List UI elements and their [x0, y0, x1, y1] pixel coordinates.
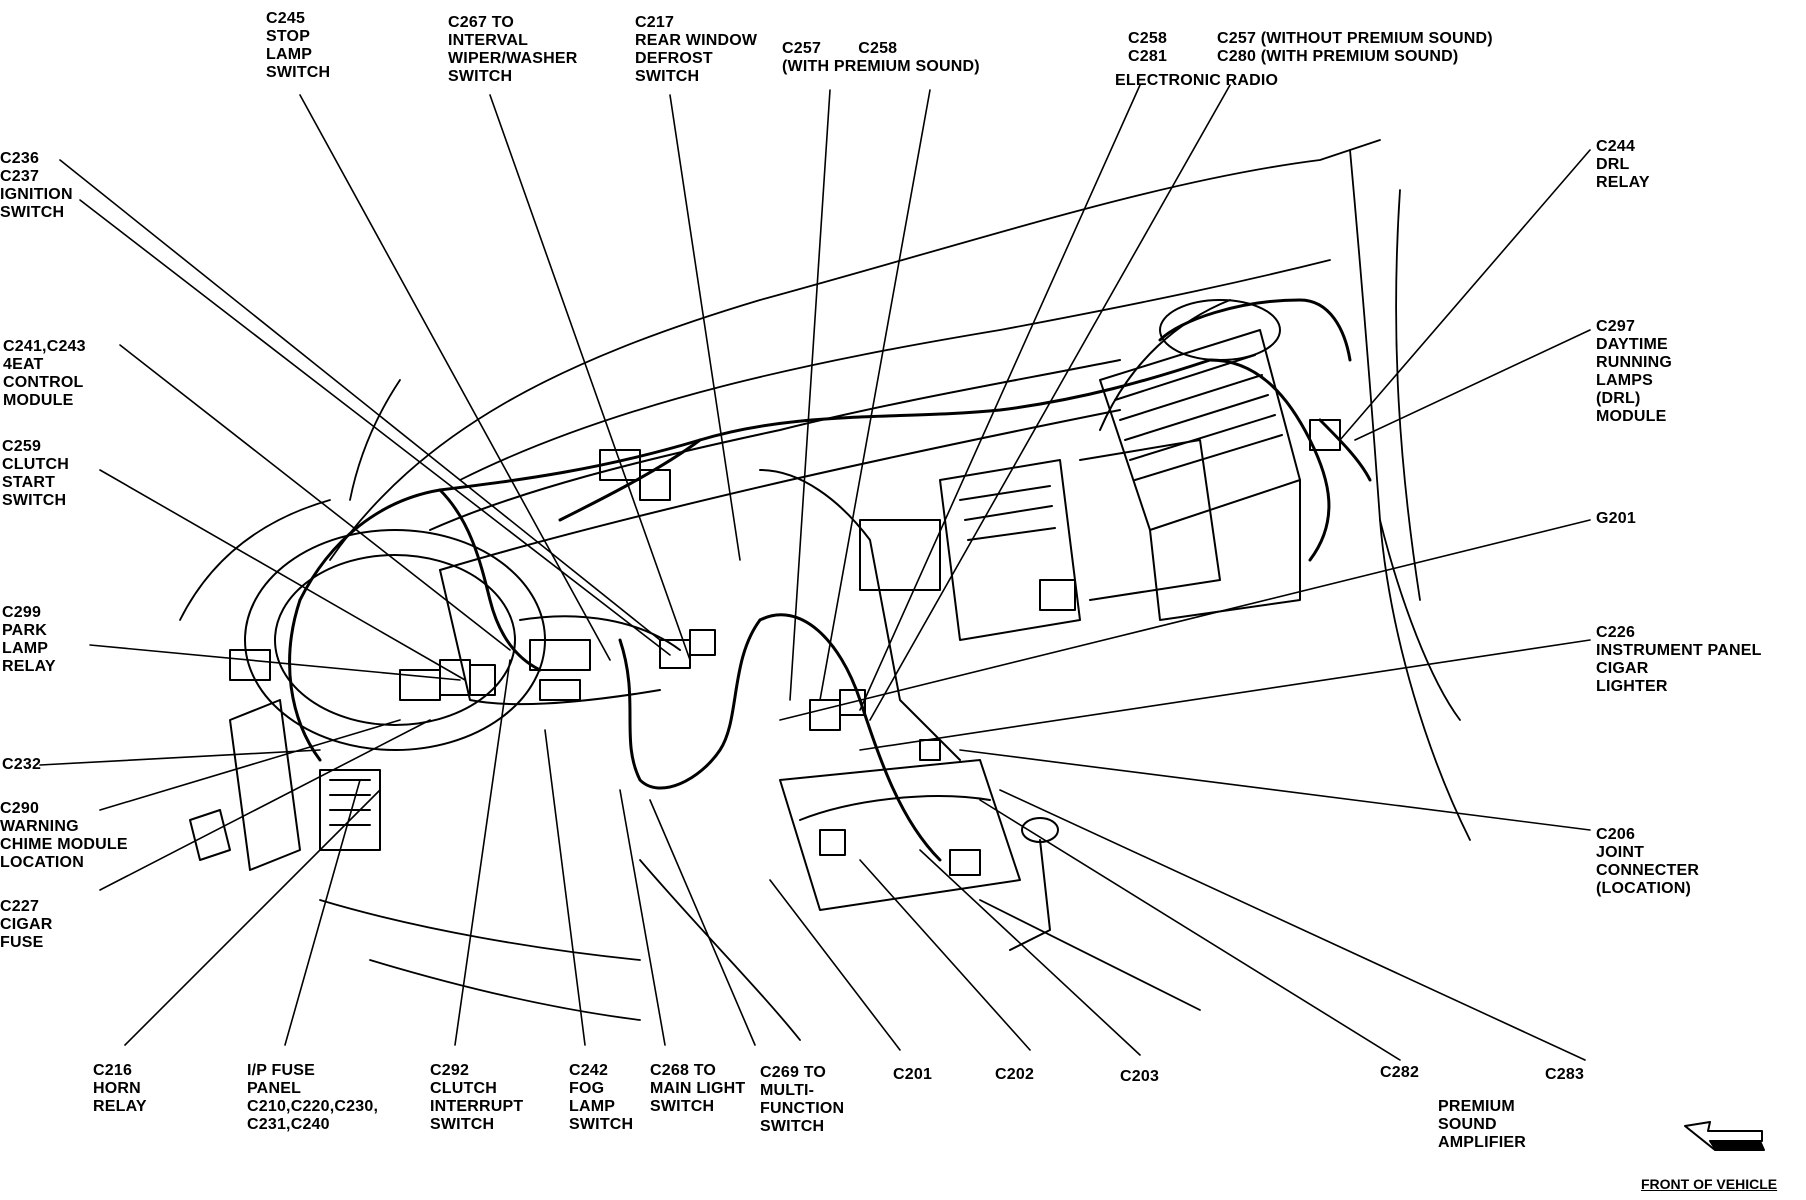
callout-c257-c258-premium: C257 C258(WITH PREMIUM SOUND) — [782, 40, 980, 75]
leader-lines — [39, 84, 1591, 1061]
body-outline — [179, 139, 1471, 1041]
wiring-harness — [288, 298, 1372, 862]
front-arrow-icon — [1684, 1121, 1765, 1151]
callout-c201: C201 — [893, 1066, 933, 1083]
instrument-panel — [189, 299, 1301, 951]
callout-c257-c280: C257 (WITHOUT PREMIUM SOUND)C280 (WITH P… — [1217, 30, 1493, 65]
callout-c203: C203 — [1120, 1068, 1160, 1085]
connectors — [229, 419, 1341, 876]
callout-electronic-radio: ELECTRONIC RADIO — [1115, 72, 1279, 89]
callout-c232: C232 — [2, 756, 42, 773]
callout-c202: C202 — [995, 1066, 1035, 1083]
callout-c282: C282 — [1380, 1064, 1420, 1081]
front-of-vehicle-label: FRONT OF VEHICLE — [1641, 1176, 1778, 1192]
callout-c283: C283 — [1545, 1066, 1585, 1083]
callout-g201: G201 — [1596, 510, 1636, 527]
